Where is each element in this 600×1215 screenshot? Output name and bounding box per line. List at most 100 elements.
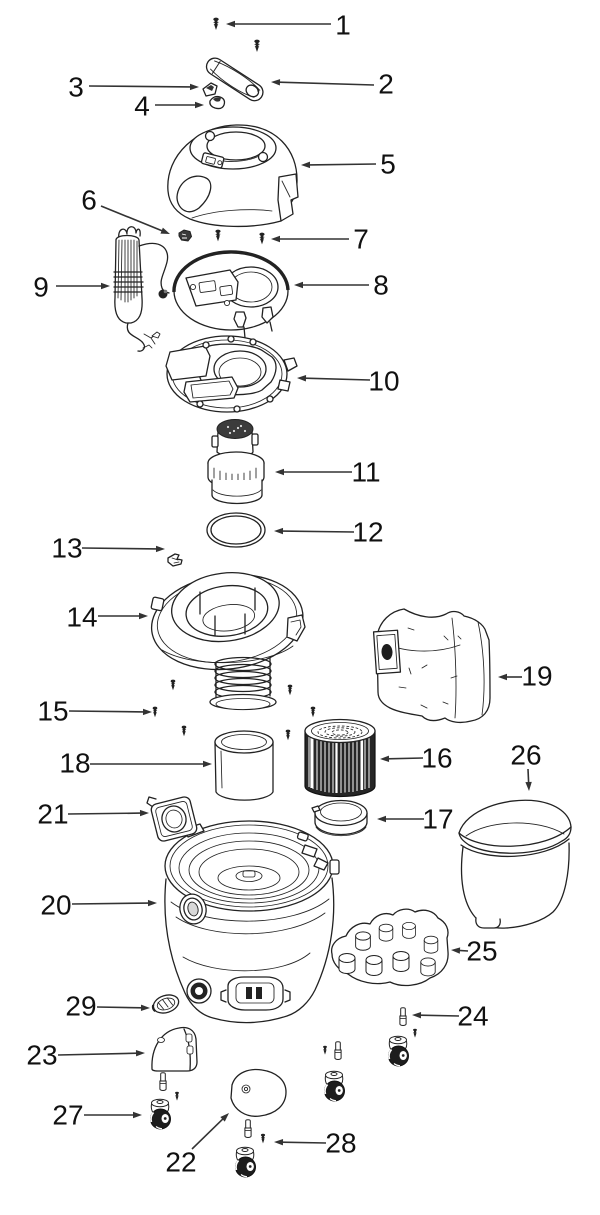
callout-arrowhead [101,282,110,290]
callout-arrowhead [140,1004,150,1012]
callout-leader-line [458,949,469,952]
callout-number: 5 [380,149,396,180]
callout-arrowhead [160,227,170,234]
callout-11: 11 [275,457,381,488]
callout-number: 25 [466,936,497,967]
part-17-retainer-ring [311,799,368,837]
callout-arrowhead [297,375,307,382]
caster-assembly-right [322,1041,346,1102]
callout-arrowhead [377,815,386,823]
callout-number: 13 [51,533,82,564]
callout-5: 5 [301,149,396,180]
part-7-screws [215,229,265,245]
callout-leader-line [308,163,377,166]
callout-arrowhead [195,101,204,109]
callout-number: 2 [378,69,394,100]
callout-24: 24 [412,1001,489,1032]
callout-20: 20 [40,890,157,921]
callout-4: 4 [134,91,204,122]
callout-arrowhead [301,161,311,169]
part-8-motor-plate [172,250,290,339]
callout-arrowhead [525,781,532,791]
caster-assembly-center [234,1119,257,1178]
callout-number: 16 [421,743,452,774]
callout-leader-line [304,377,371,381]
callout-14: 14 [66,602,148,633]
callout-number: 7 [353,224,369,255]
callout-leader-line [278,81,375,86]
callout-leader-line [281,1141,327,1144]
callout-1: 1 [226,10,351,41]
part-24-caster-assembly [387,1007,418,1067]
callout-number: 26 [510,740,541,771]
callout-22: 22 [165,1113,229,1178]
callout-number: 12 [352,517,383,548]
callout-19: 19 [498,661,553,692]
callout-number: 11 [351,457,380,488]
callout-3: 3 [68,72,199,103]
part-1-screws [212,17,261,53]
callout-27: 27 [52,1100,142,1131]
callout-23: 23 [26,1040,145,1071]
part-13-clip [167,553,183,567]
callout-arrowhead [451,947,461,954]
callout-leader-line [71,902,150,905]
callout-number: 18 [59,748,90,779]
callout-number: 28 [325,1128,356,1159]
part-21-inlet-port [146,796,198,842]
callout-arrowhead [226,20,235,28]
callout-arrowhead [203,760,212,768]
part-6-clip [178,229,193,242]
callout-number: 3 [68,72,84,103]
part-23-caster-foot [151,1026,198,1072]
callout-number: 22 [165,1147,196,1178]
callout-number: 6 [81,185,97,216]
parts-artwork [113,17,572,1178]
callout-number: 29 [65,991,96,1022]
callout-arrowhead [274,1138,284,1146]
part-29-cap [151,994,180,1014]
part-4-clip [209,95,226,110]
callout-number: 4 [134,91,150,122]
part-26-caddy [458,799,572,929]
callout-arrowhead [189,83,199,91]
callout-leader-line [419,1014,460,1017]
callout-arrowhead [139,612,148,620]
callout-number: 9 [33,272,49,303]
part-16-cartridge-filter [304,718,376,798]
callout-arrowhead [271,79,281,86]
callout-number: 23 [26,1040,57,1071]
part-2-handle [205,57,264,102]
callout-arrowhead [147,899,157,907]
callout-leader-line [57,1052,138,1056]
callout-number: 15 [37,696,68,727]
callout-13: 13 [51,533,165,564]
callout-number: 19 [521,661,552,692]
callout-leader-line [191,1118,224,1150]
part-19-filter-bag [372,608,491,724]
callout-17: 17 [377,804,454,835]
callout-2: 2 [271,69,394,100]
callout-number: 1 [335,10,351,41]
callout-28: 28 [274,1128,357,1159]
callout-leader-line [100,205,163,232]
part-5-motor-cover [167,124,299,228]
part-22-bottom-plate [230,1068,287,1117]
callout-number: 8 [373,270,389,301]
callout-10: 10 [297,366,400,397]
callout-arrowhead [139,809,149,817]
part-12-gasket [206,512,266,548]
callout-leader-line [68,710,145,713]
callout-25: 25 [451,936,498,967]
callout-arrowhead [133,1111,142,1119]
part-28-screw [260,1133,266,1144]
callout-number: 14 [66,602,97,633]
callout-number: 21 [37,799,68,830]
callout-number: 27 [52,1100,83,1131]
part-3-clip [202,82,218,97]
callout-leader-line [281,530,355,533]
callout-12: 12 [274,517,384,548]
callout-layer: 1234567891011121314151617181920212223242… [26,10,552,1178]
